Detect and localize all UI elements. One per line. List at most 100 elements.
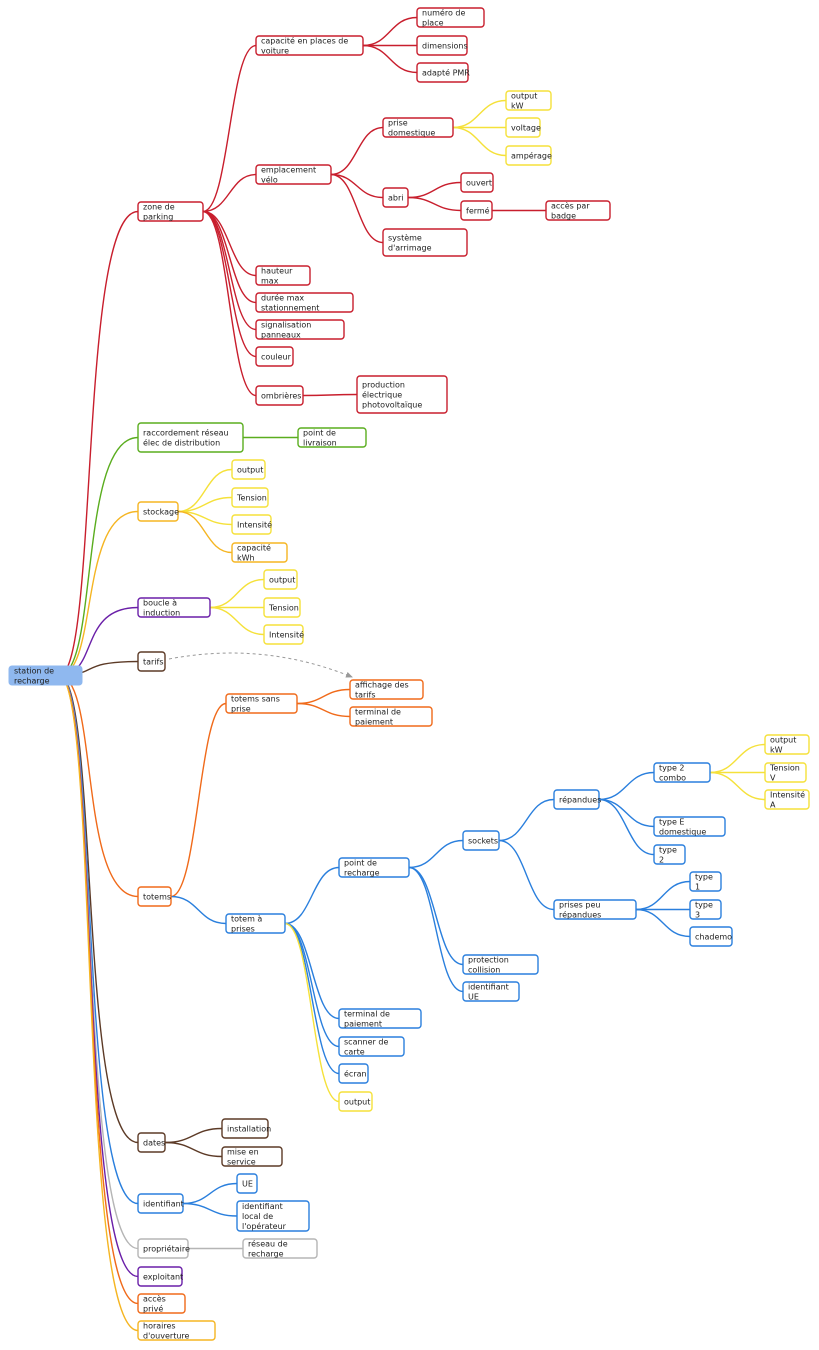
topic-label: fermé [466, 206, 490, 216]
topic-box [255, 35, 364, 56]
topic-box [382, 228, 468, 257]
topic-sockets[interactable]: sockets [462, 830, 500, 851]
topic-amperage[interactable]: ampérage [505, 145, 552, 166]
topic-label: dates [143, 1139, 165, 1148]
topic-label: écran [344, 1069, 367, 1079]
topic-chademo[interactable]: chademo [689, 926, 733, 947]
topic-tarifs[interactable]: tarifs [137, 651, 166, 672]
topic-box [689, 926, 733, 947]
topic-intensite[interactable]: Intensité [263, 624, 304, 645]
topic-dimensions[interactable]: dimensions [416, 35, 468, 56]
topic-ferme[interactable]: fermé [460, 200, 493, 221]
topic-label: tarifs [143, 658, 164, 667]
topic-box [137, 1132, 166, 1153]
topic-box [653, 844, 686, 865]
connector-root-b2 [58, 510, 139, 677]
topic-box [231, 459, 266, 480]
topic-repandues[interactable]: répandues [553, 789, 601, 810]
topic-intensite[interactable]: Intensité [231, 514, 272, 535]
topic-box [263, 569, 298, 590]
topic-box [137, 1293, 186, 1314]
topic-tension[interactable]: Tension [263, 597, 301, 618]
topic-output[interactable]: output [263, 569, 298, 590]
topic-ue[interactable]: UE [236, 1173, 258, 1194]
connector-root-b11 [58, 674, 139, 1332]
topic-label: dimensions [422, 42, 468, 51]
topic-proprietaire[interactable]: propriétaire [137, 1238, 190, 1259]
topic-box [553, 789, 600, 810]
topic-voltage[interactable]: voltage [505, 117, 541, 138]
topic-couleur[interactable]: couleur [255, 346, 294, 367]
topic-box [137, 597, 211, 618]
topic-box [236, 1173, 258, 1194]
topic-installation[interactable]: installation [221, 1118, 271, 1139]
topic-output[interactable]: output [231, 459, 266, 480]
topic-tension[interactable]: Tension [231, 487, 269, 508]
topic-dates[interactable]: dates [137, 1132, 166, 1153]
topic-exploitant[interactable]: exploitant [137, 1266, 183, 1287]
topic-box [505, 145, 552, 166]
topic-label: Intensité [237, 520, 272, 530]
topic-label: Tension [236, 494, 267, 503]
topic-ecran[interactable]: écran [338, 1063, 369, 1084]
topic-identifiant[interactable]: identifiant [137, 1193, 184, 1214]
connector-b0-1-1-1 [407, 196, 462, 212]
topic-box [462, 830, 500, 851]
topic-ombrieres[interactable]: ombrières [255, 385, 304, 406]
topic-label: output [269, 576, 295, 585]
topic-ouvert[interactable]: ouvert [460, 172, 494, 193]
topic-abri[interactable]: abri [382, 187, 409, 208]
connector-b5-1-0-0-0-0-0 [709, 743, 766, 774]
topic-stockage[interactable]: stockage [137, 501, 179, 522]
topic-totems[interactable]: totems [137, 886, 172, 907]
topic-output[interactable]: output [338, 1091, 373, 1112]
topic-adapte-pmr[interactable]: adapté PMR [416, 62, 470, 83]
topic-box [505, 90, 552, 111]
